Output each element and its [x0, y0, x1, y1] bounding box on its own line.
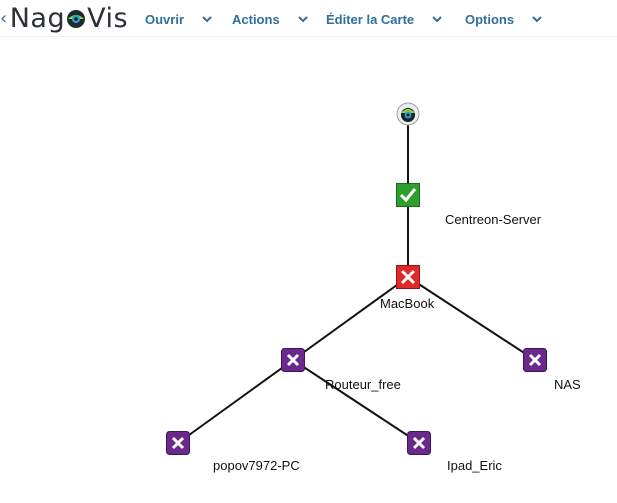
nagios-root-icon[interactable] — [396, 102, 420, 126]
network-map: Centreon-Server MacBook Routeur_free NAS… — [0, 37, 617, 503]
chevron-down-icon — [202, 16, 212, 23]
host-label-centreon: Centreon-Server — [445, 212, 542, 227]
menu-label: Options — [465, 11, 515, 27]
host-unreachable-icon[interactable] — [407, 431, 431, 455]
menu-label: Ouvrir — [145, 11, 185, 27]
host-label-popov: popov7972-PC — [213, 458, 300, 473]
host-label-nas: NAS — [554, 377, 581, 392]
map-links — [177, 115, 536, 444]
host-label-macbook: MacBook — [380, 296, 435, 311]
menu-ouvrir[interactable]: Ouvrir — [145, 10, 212, 28]
nagvis-logo[interactable]: ‹ Nag Vis — [0, 2, 129, 34]
eye-icon — [67, 10, 86, 28]
top-bar: ‹ Nag Vis Ouvrir Actions Éditer la Carte… — [0, 0, 617, 37]
link-routeur-popov — [177, 359, 294, 444]
logo-text-left: Nag — [9, 2, 66, 34]
logo-text-right: Vis — [87, 2, 129, 34]
menu-options[interactable]: Options — [465, 10, 542, 28]
chevron-down-icon — [432, 16, 442, 23]
host-unreachable-icon[interactable] — [523, 348, 547, 372]
link-macbook-routeur — [292, 276, 409, 361]
menu-actions[interactable]: Actions — [232, 10, 308, 28]
chevron-down-icon — [297, 16, 308, 23]
chevron-down-icon — [532, 16, 542, 23]
host-label-ipad: Ipad_Eric — [447, 458, 502, 473]
menu-label: Éditer la Carte — [326, 11, 415, 27]
menu-editer-la-carte[interactable]: Éditer la Carte — [326, 10, 442, 28]
host-down-icon[interactable] — [396, 265, 420, 289]
host-ok-icon[interactable] — [396, 183, 420, 207]
menu-label: Actions — [232, 11, 280, 27]
link-macbook-nas — [407, 276, 536, 361]
link-routeur-ipad — [292, 359, 420, 444]
host-unreachable-icon[interactable] — [281, 348, 305, 372]
host-unreachable-icon[interactable] — [166, 431, 190, 455]
back-arrow-icon[interactable]: ‹ — [0, 7, 8, 29]
host-label-routeur: Routeur_free — [325, 377, 401, 392]
